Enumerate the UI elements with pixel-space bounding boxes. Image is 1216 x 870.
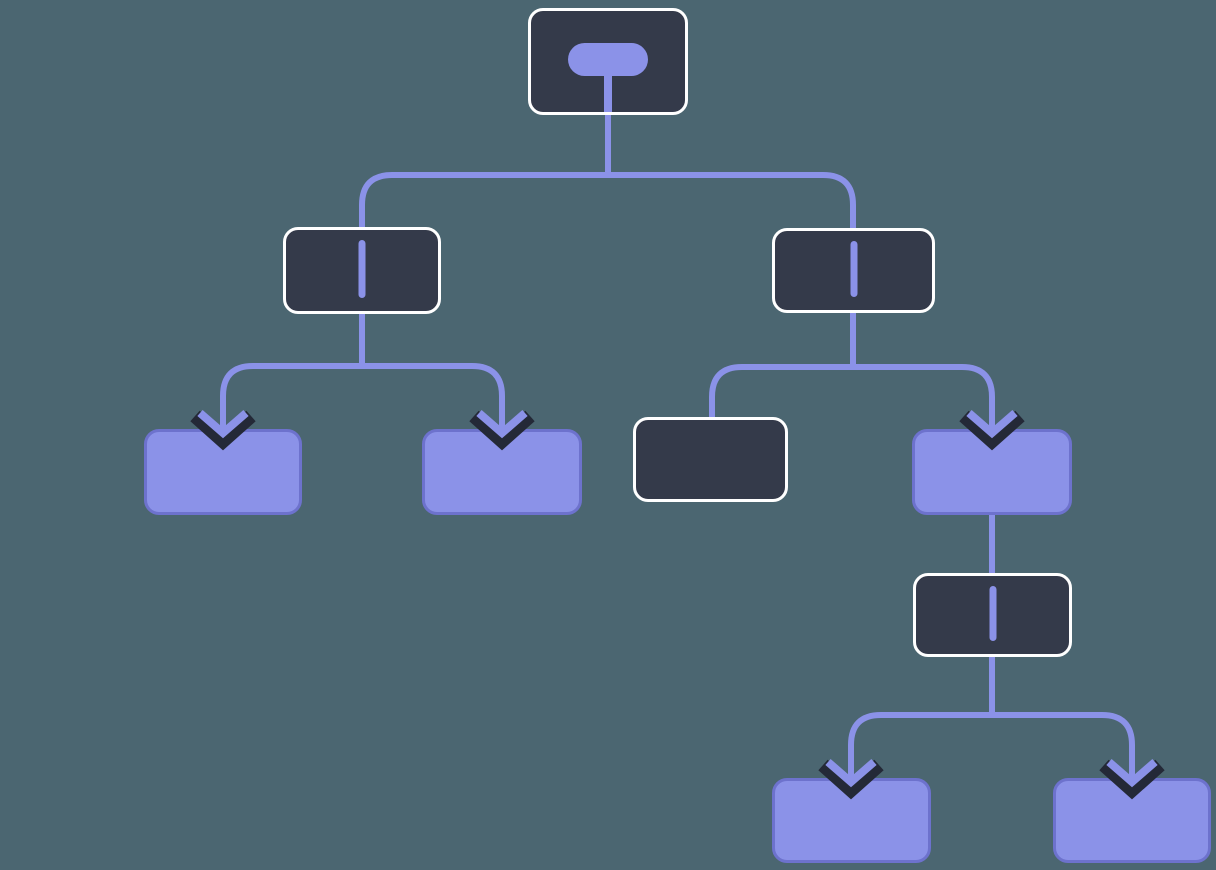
through-line-icon: [358, 240, 366, 298]
arrow-down-icon: [818, 748, 884, 800]
through-line-icon: [850, 241, 857, 297]
arrow-down-icon: [469, 399, 535, 451]
connector-root-split: [359, 110, 856, 232]
branch-left-node[interactable]: [283, 227, 441, 314]
dark-leaf-node[interactable]: [633, 417, 788, 502]
connector-bottom-split: [848, 712, 1135, 781]
branch-right-node[interactable]: [772, 228, 935, 313]
through-line-icon: [989, 586, 996, 641]
root-node[interactable]: [528, 8, 688, 115]
connector-left-branch-split: [220, 310, 505, 432]
connector-right-branch-split: [709, 309, 995, 432]
arrow-down-icon: [190, 399, 256, 451]
arrow-down-icon: [1099, 748, 1165, 800]
branch-bottom-node[interactable]: [913, 573, 1072, 657]
arrow-down-icon: [959, 399, 1025, 451]
root-pill-icon: [531, 11, 685, 112]
